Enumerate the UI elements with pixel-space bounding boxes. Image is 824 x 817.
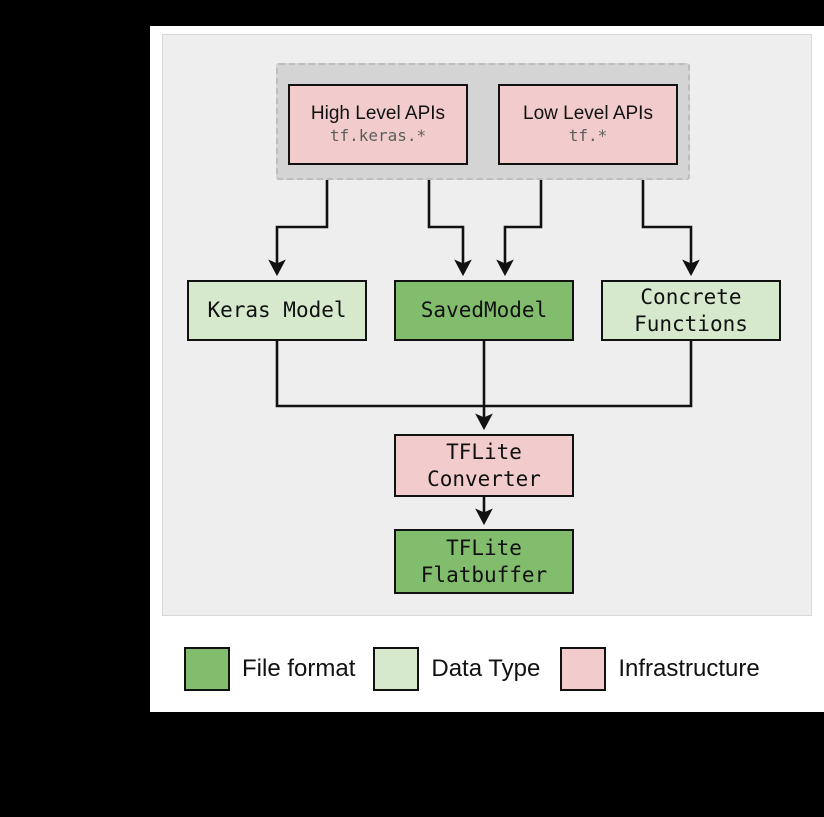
edge-keras-to-converter [275,341,484,408]
node-title: Concrete Functions [634,284,748,336]
node-title: High Level APIs [310,102,446,124]
legend: File format Data Type Infrastructure [162,634,812,704]
legend-item-file-format: File format [184,647,355,691]
edge-concrete-to-converter [484,341,693,408]
legend-item-data-type: Data Type [373,647,540,691]
node-title: Low Level APIs [523,102,653,124]
legend-label: Infrastructure [618,655,760,682]
edge-high-to-saved [427,165,472,277]
node-subtitle: tf.* [568,126,608,146]
node-tflite-converter[interactable]: TFLite Converter [394,434,574,497]
legend-swatch-infrastructure [560,647,607,691]
node-title: Keras Model [207,298,347,323]
node-low-level-apis[interactable]: Low Level APIs tf.* [498,84,678,165]
legend-label: File format [242,655,356,682]
legend-swatch-data-type [373,647,420,691]
node-concrete-functions[interactable]: Concrete Functions [601,280,781,341]
node-high-level-apis[interactable]: High Level APIs tf.keras.* [288,84,468,165]
node-saved-model[interactable]: SavedModel [394,280,574,341]
diagram-card: High Level APIs tf.keras.* Low Level API… [150,26,824,712]
node-tflite-flatbuffer[interactable]: TFLite Flatbuffer [394,529,574,594]
legend-swatch-file-format [184,647,230,691]
edge-low-to-saved [496,165,543,277]
edge-high-to-keras [268,165,329,277]
legend-label: Data Type [431,655,541,682]
legend-item-infrastructure: Infrastructure [560,647,760,691]
diagram-panel: High Level APIs tf.keras.* Low Level API… [162,34,812,616]
edge-low-to-concrete [641,165,700,277]
node-title: TFLite Converter [427,439,541,491]
node-title: TFLite Flatbuffer [420,535,548,587]
node-subtitle: tf.keras.* [329,126,427,146]
node-title: SavedModel [420,298,548,323]
node-keras-model[interactable]: Keras Model [187,280,367,341]
